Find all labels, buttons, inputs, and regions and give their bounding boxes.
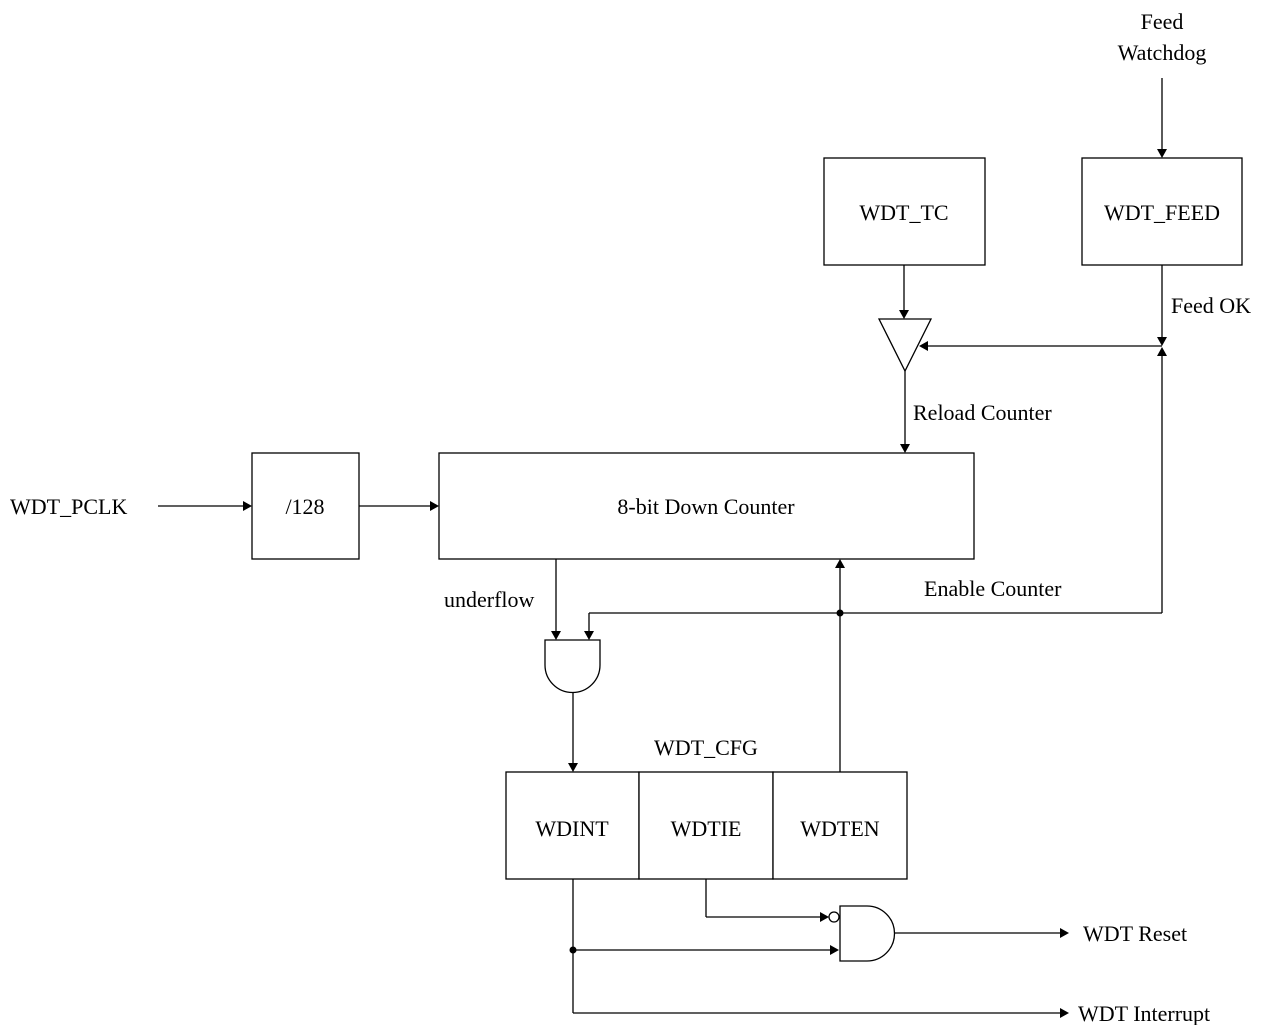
wdt-interrupt-arrow	[1060, 1008, 1069, 1018]
wdt-cfg-title: WDT_CFG	[654, 735, 758, 760]
underflow-label: underflow	[444, 587, 535, 612]
feed-ok-label: Feed OK	[1171, 293, 1251, 318]
wdint-to-reset-gate-arrow	[830, 945, 839, 955]
wdt-tc-block	[823, 157, 986, 266]
divider-label: /128	[285, 494, 324, 519]
wdt-feed-label: WDT_FEED	[1104, 200, 1220, 225]
wdint-label: WDINT	[535, 816, 609, 841]
enable-counter-label: Enable Counter	[924, 576, 1062, 601]
feed-ok-arrow	[1157, 337, 1167, 346]
feed-watchdog-arrow	[1157, 149, 1167, 158]
enable-counter-drop-arrow	[584, 631, 594, 640]
wdtie-label: WDTIE	[671, 816, 742, 841]
down-counter-label: 8-bit Down Counter	[617, 494, 795, 519]
reload-buffer	[877, 318, 933, 373]
wdt-reset-arrow	[1060, 928, 1069, 938]
feed-ok-to-buffer-arrow	[919, 341, 928, 351]
inverter-bubble	[828, 911, 840, 923]
divider-to-counter-arrow	[430, 501, 439, 511]
wdtie-arrow	[820, 912, 829, 922]
enable-to-feed-junction-arrow	[1157, 347, 1167, 356]
wdtie-cell	[638, 771, 774, 880]
pclk-arrow	[243, 501, 252, 511]
reset-and-gate	[839, 905, 896, 962]
enable-junction-dot	[836, 609, 844, 617]
wdten-cell	[772, 771, 908, 880]
underflow-arrow	[551, 631, 561, 640]
wdt-reset-label: WDT Reset	[1083, 921, 1187, 946]
feed-watchdog-label-line1: Feed	[1141, 9, 1184, 34]
underflow-and-gate	[544, 639, 601, 694]
and-to-wdint-arrow	[568, 763, 578, 772]
wdt-tc-to-buffer-arrow	[899, 310, 909, 319]
wdt-pclk-label: WDT_PCLK	[10, 494, 127, 519]
wdten-to-counter-arrow	[835, 559, 845, 568]
reload-counter-arrow	[900, 444, 910, 453]
wdint-junction-dot	[569, 946, 577, 954]
feed-watchdog-label-line2: Watchdog	[1118, 40, 1207, 65]
wdten-label: WDTEN	[800, 816, 880, 841]
wdt-tc-label: WDT_TC	[859, 200, 948, 225]
down-counter-block	[438, 452, 975, 560]
wdt-interrupt-label: WDT Interrupt	[1078, 1001, 1210, 1025]
reload-counter-label: Reload Counter	[913, 400, 1052, 425]
